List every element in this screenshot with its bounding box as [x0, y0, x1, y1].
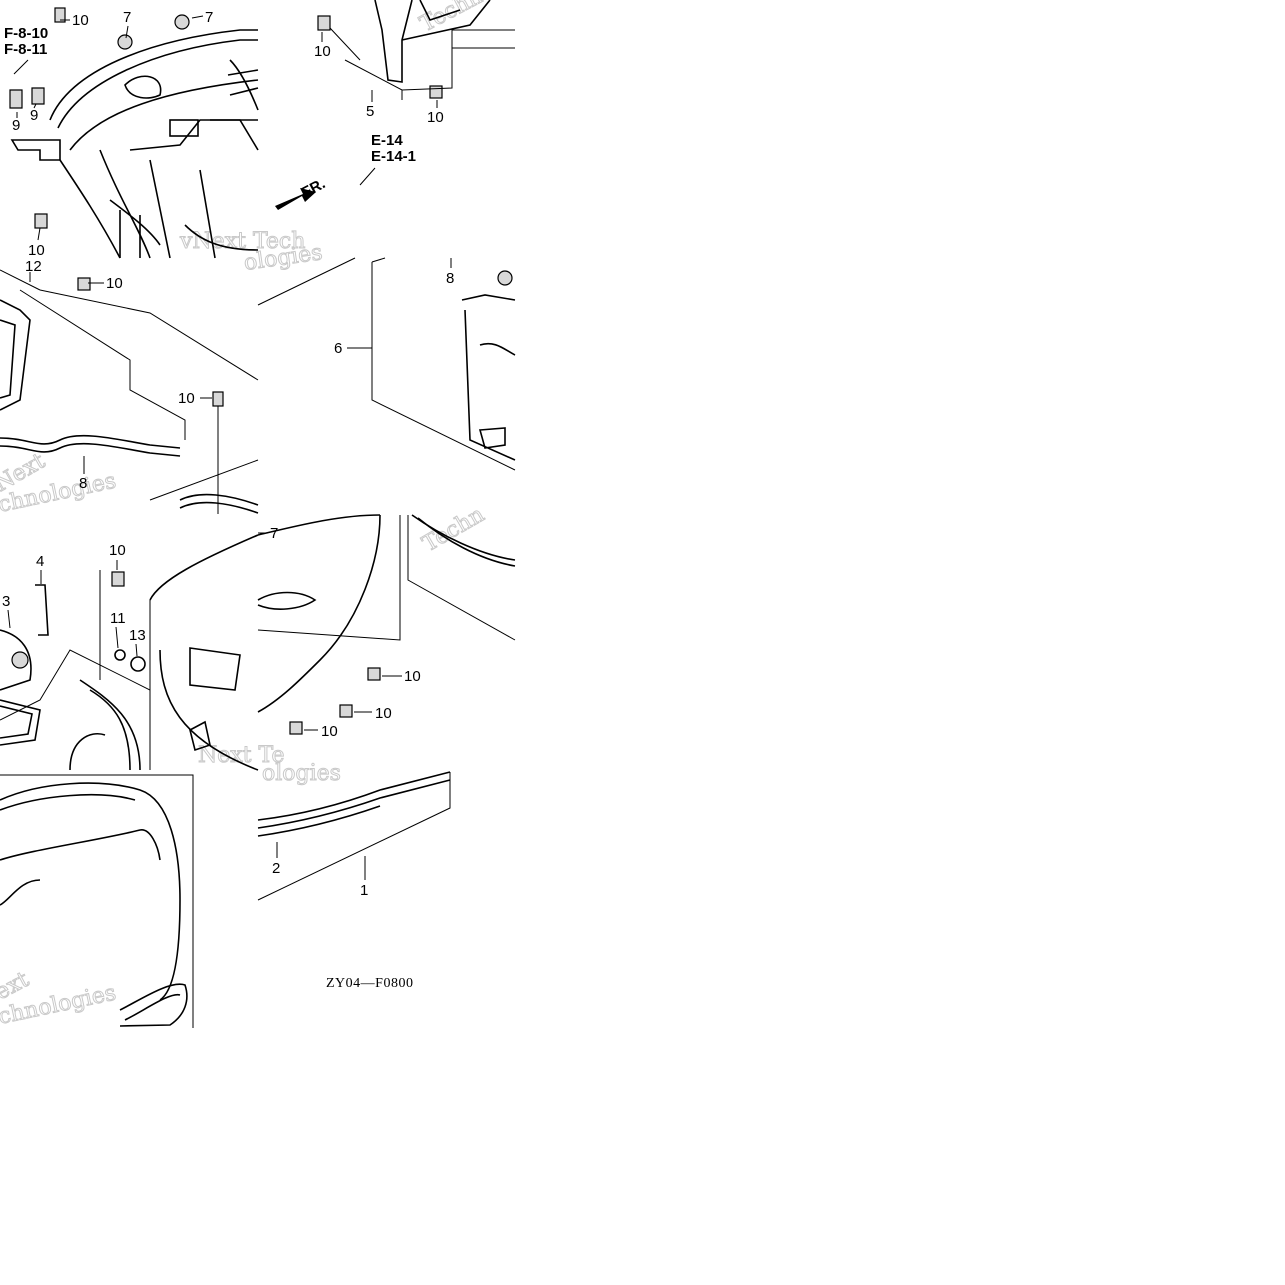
latch-drawing: [0, 570, 151, 771]
watermark-text: Techn: [419, 502, 489, 557]
handle-bracket-drawing: [0, 269, 259, 514]
side-panel-drawing: [317, 0, 515, 100]
callout-label: 10: [321, 723, 338, 740]
callout-label: 5: [366, 103, 374, 120]
callout-label: 6: [334, 340, 342, 357]
callout-label: 10: [106, 275, 123, 292]
inner-panel-drawing: [257, 257, 516, 471]
callout-label: 10: [72, 12, 89, 29]
callout-numbers: 10 7 7 9 9 10 12 10 10 8 10 5 10 8 6 4 3…: [2, 9, 454, 899]
callout-label: 10: [178, 390, 195, 407]
rear-cover-drawing: [9, 7, 259, 259]
callout-label: 9: [12, 117, 20, 134]
ref-code: E-14: [371, 132, 403, 149]
ref-code: F-8-11: [4, 41, 47, 58]
callout-label: 10: [427, 109, 444, 126]
callout-label: 10: [109, 542, 126, 559]
cover-side-drawing: [149, 514, 516, 771]
callout-label: 13: [129, 627, 146, 644]
front-arrow-icon: FR.: [275, 175, 328, 210]
callout-label: 10: [28, 242, 45, 259]
callout-label: 10: [375, 705, 392, 722]
callout-label: 8: [446, 270, 454, 287]
reference-codes: F-8-10 F-8-11 E-14 E-14-1: [4, 25, 416, 186]
callout-label: 7: [123, 9, 131, 26]
watermark-text: ologies: [262, 761, 341, 786]
callout-label: 1: [360, 882, 368, 899]
drawing-code: ZY04—F0800: [326, 976, 413, 991]
leader-lines: [7, 15, 452, 880]
ref-code: F-8-10: [4, 25, 48, 42]
callout-label: 2: [272, 860, 280, 877]
callout-label: 7: [270, 525, 278, 542]
callout-label: 12: [25, 258, 42, 275]
callout-label: 10: [404, 668, 421, 685]
callout-label: 11: [110, 610, 126, 627]
callout-label: 4: [36, 553, 44, 570]
watermark-layer: Techno vNext Tech ologies Next chnologie…: [0, 0, 499, 1030]
callout-label: 3: [2, 593, 10, 610]
callout-label: 8: [79, 475, 87, 492]
ref-code: E-14-1: [371, 148, 416, 165]
watermark-text: vNext Tech: [179, 229, 305, 254]
callout-label: 7: [205, 9, 213, 26]
callout-label: 10: [314, 43, 331, 60]
callout-label: 9: [30, 107, 38, 124]
engine-cover-drawing: [0, 771, 451, 1028]
